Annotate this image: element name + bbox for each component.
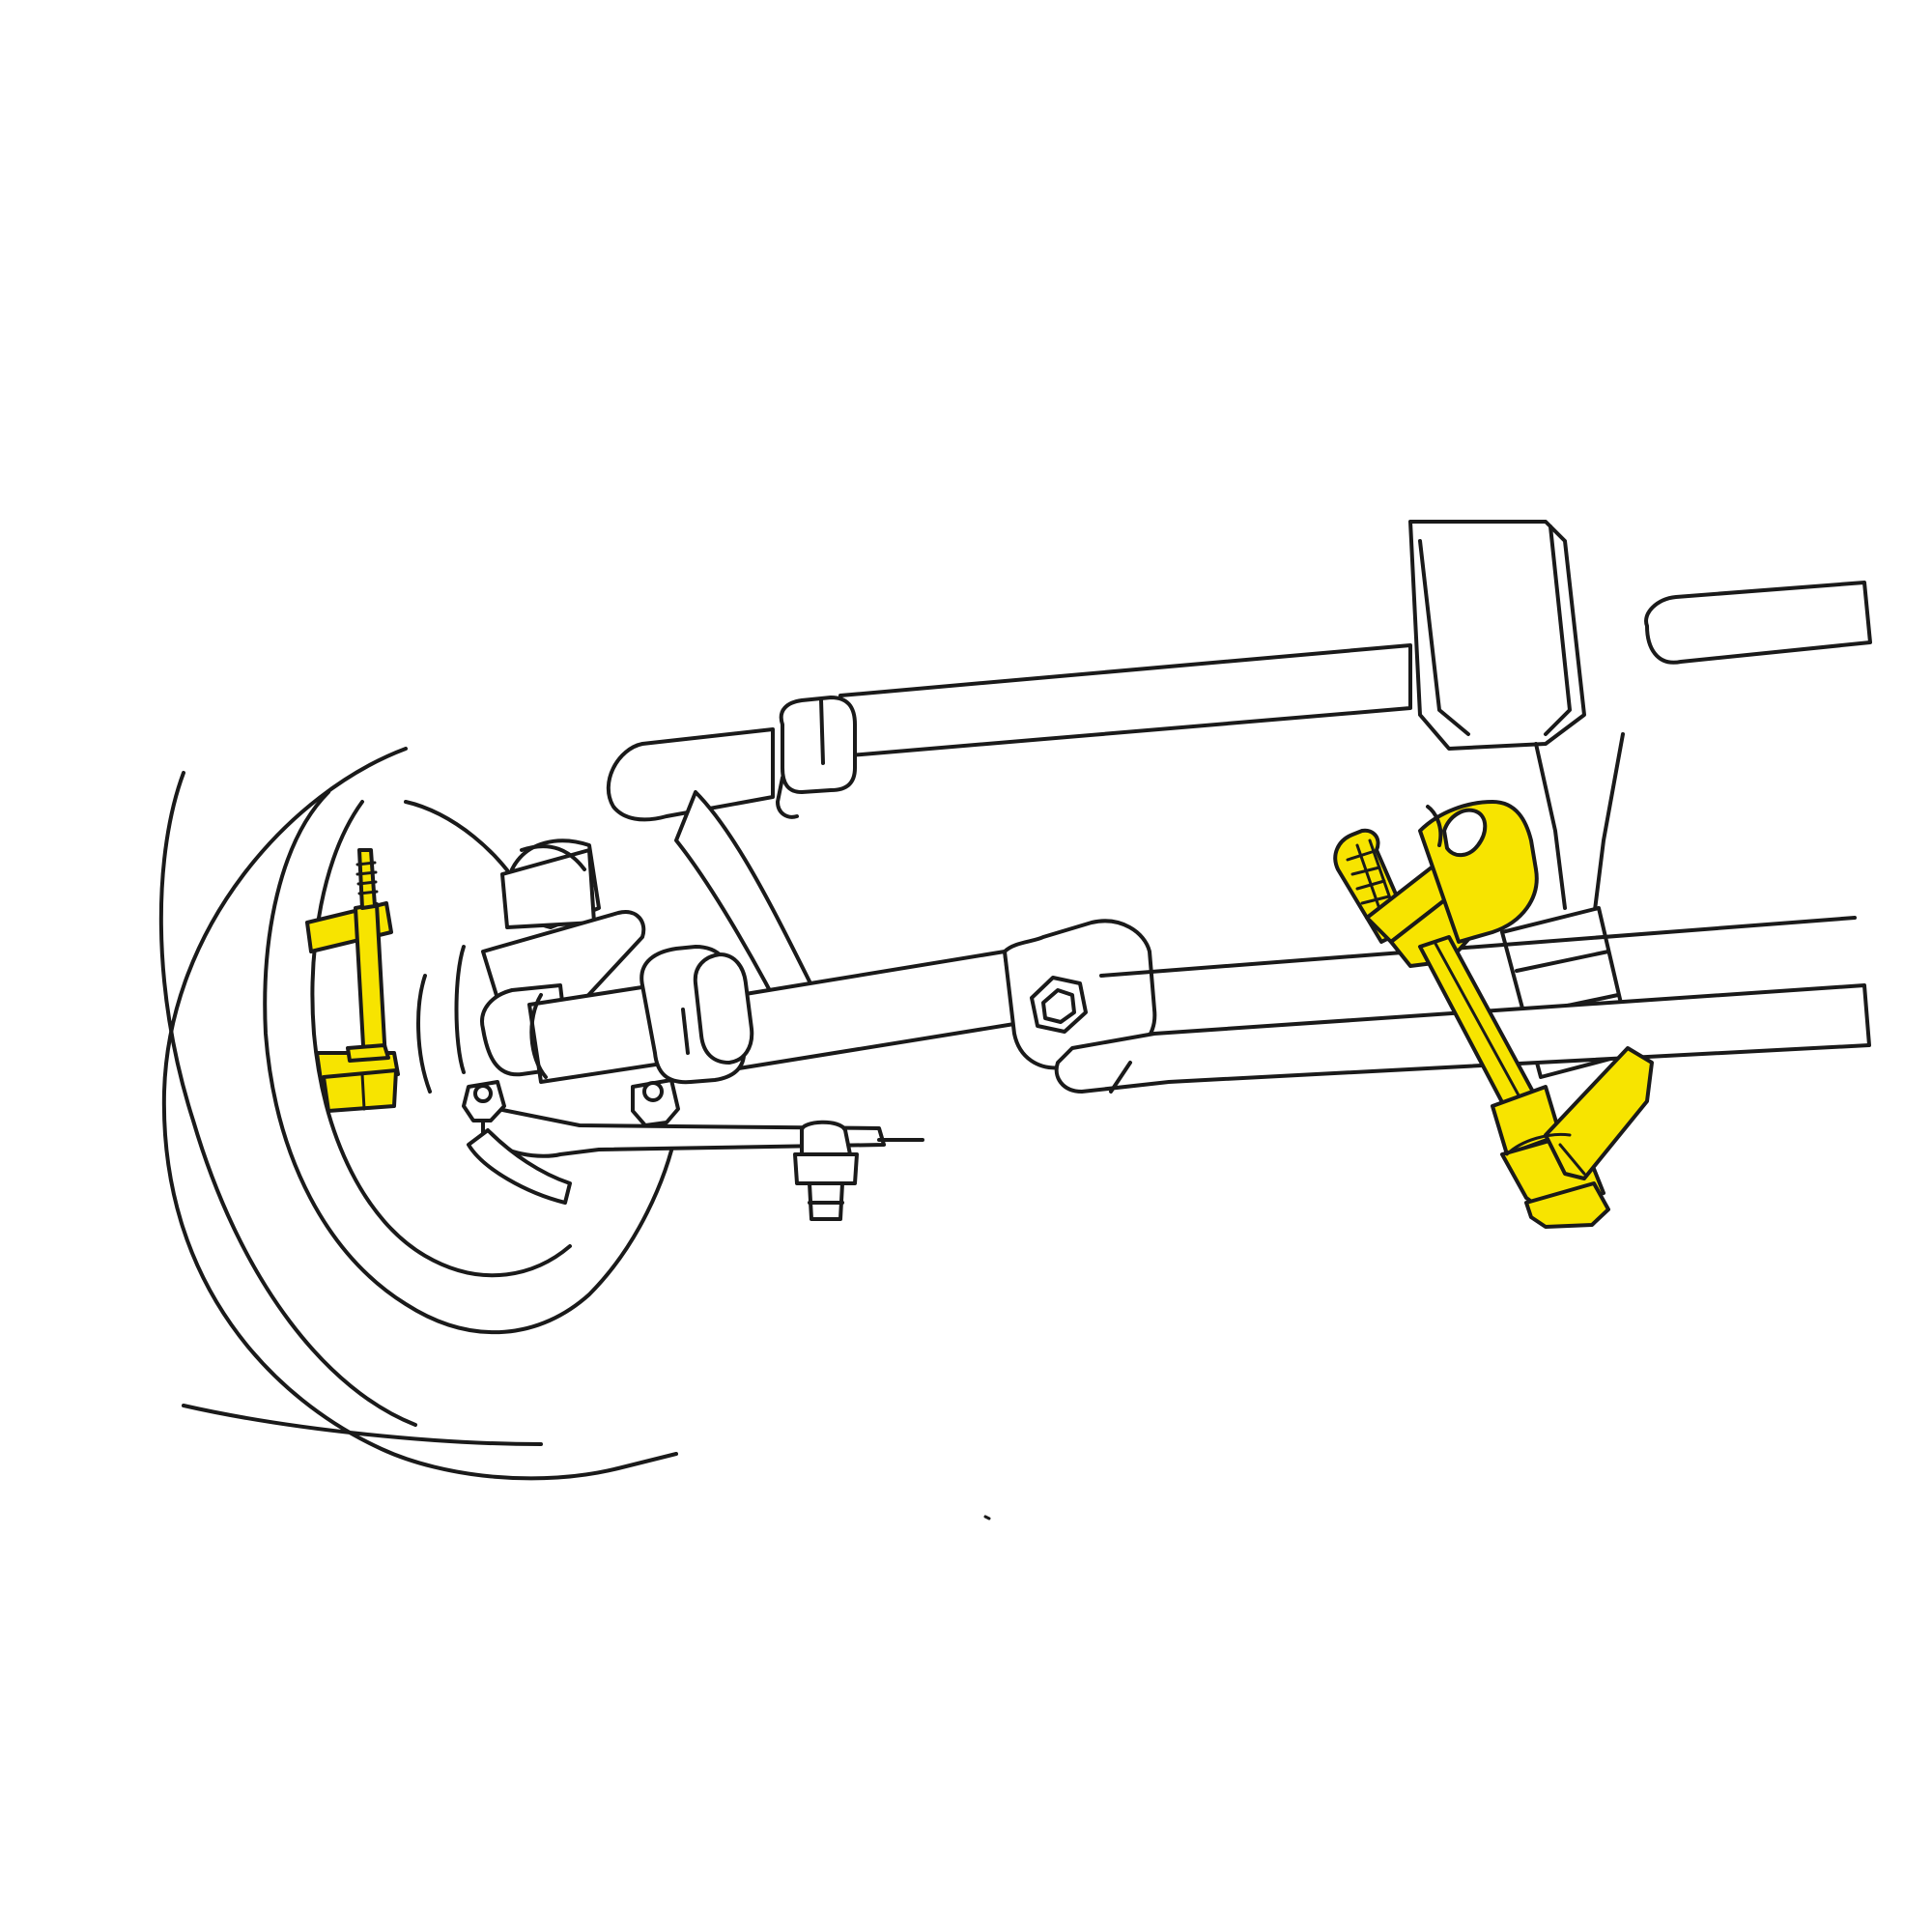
tie-rod [480,945,1016,1085]
stray-mark [983,1515,991,1520]
tie-rod-clamp-bolt-right [631,1078,680,1127]
frame-crossmember [1408,520,1872,751]
upper-control-arm [606,643,1412,822]
tie-rod-clamp-bolt-left [462,1080,506,1122]
steering-knuckle [416,838,646,1094]
spring-compressor-tool-left [305,848,400,1113]
wheel [158,747,678,1481]
frame-bracket [674,732,1625,1036]
spring-compressor-tool-right [1333,800,1654,1229]
center-link [1003,916,1871,1094]
lower-control-arm [467,1104,924,1221]
